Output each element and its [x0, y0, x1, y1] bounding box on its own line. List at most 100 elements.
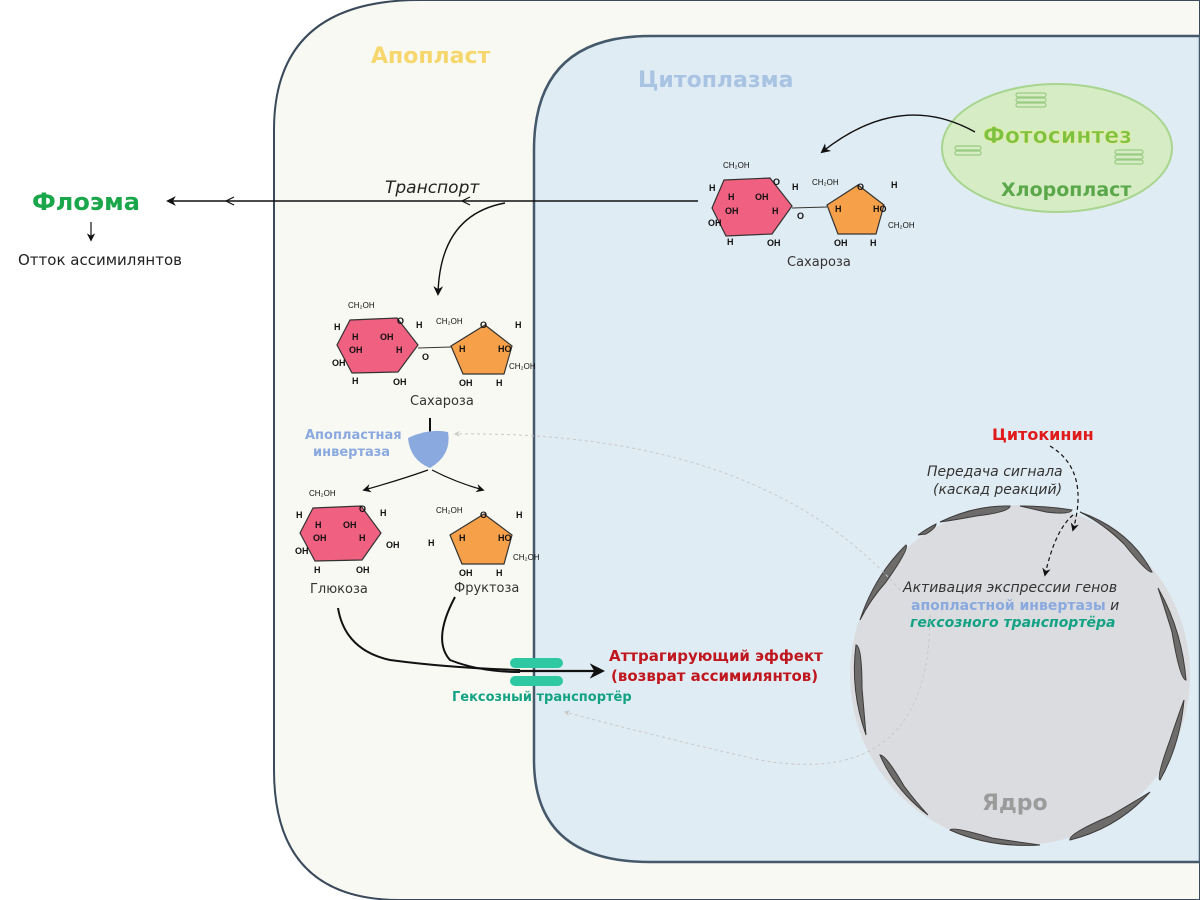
chem-label: OH	[767, 238, 781, 248]
chem-label: H	[352, 332, 359, 342]
outflow-label: Отток ассимилянтов	[18, 251, 182, 269]
chem-label: H	[709, 183, 716, 193]
chem-label: O	[480, 510, 487, 520]
chem-label: CH₂OH	[436, 506, 463, 515]
chem-label: H	[396, 345, 403, 355]
chem-label: HO	[498, 344, 512, 354]
chem-label: H	[296, 510, 303, 520]
chem-label: OH	[356, 565, 370, 575]
chem-label: OH	[459, 378, 473, 388]
branch-arrow	[433, 202, 506, 296]
chem-label: OH	[459, 568, 473, 578]
chem-label: H	[428, 538, 435, 548]
activation-line2: апопластной инвертазы и	[911, 598, 1119, 614]
glucose-label: Глюкоза	[310, 582, 368, 597]
chem-label: CH₂OH	[812, 178, 839, 187]
transport-mid-arrowhead-1	[460, 196, 471, 206]
chem-label: H	[728, 192, 735, 202]
chem-label: OH	[332, 358, 346, 368]
signal-transmission-line1: Передача сигнала	[927, 464, 1063, 480]
chem-label: O	[797, 211, 804, 221]
chem-label: H	[359, 533, 366, 543]
chem-label: H	[496, 568, 503, 578]
nucleus-label: Ядро	[982, 791, 1048, 816]
hexose-transporter-label: Гексозный транспортёр	[452, 690, 632, 705]
chem-label: H	[891, 180, 898, 190]
nucleus: Ядро	[850, 505, 1190, 846]
chem-label: O	[359, 504, 366, 514]
hexose-transporter	[510, 658, 563, 686]
sucrose-molecule-apoplast: CH₂OH O H H OH OH OH H H H OH O CH₂OH O …	[332, 301, 536, 409]
chem-label: H	[459, 533, 466, 543]
fructose-flow-arrow	[441, 596, 521, 673]
feedback-arrow-transporter	[563, 614, 931, 765]
chem-label: CH₂OH	[513, 553, 540, 562]
cytokinin-label: Цитокинин	[992, 425, 1094, 444]
chem-label: H	[380, 508, 387, 518]
chem-label: H	[314, 565, 321, 575]
chem-label: HO	[873, 204, 887, 214]
chem-label: CH₂OH	[723, 161, 750, 170]
chem-label: H	[315, 520, 322, 530]
invertase-to-glucose-arrow	[362, 469, 429, 493]
activation-and: и	[1106, 598, 1120, 614]
chem-label: CH₂OH	[309, 489, 336, 498]
transport-label: Транспорт	[385, 178, 480, 198]
chem-label: O	[422, 352, 429, 362]
glucose-molecule: CH₂OH O H H OH OH OH H H OH H OH Глюкоза	[295, 489, 400, 597]
chem-label: OH	[708, 218, 722, 228]
chem-label: OH	[834, 238, 848, 248]
chem-label: OH	[313, 533, 327, 543]
chloroplast: Фотосинтез Хлоропласт	[941, 83, 1173, 213]
nuclear-envelope	[853, 505, 1187, 846]
chem-label: OH	[380, 332, 394, 342]
sucrose-apoplast-label: Сахароза	[410, 394, 474, 409]
chem-label: CH₂OH	[436, 317, 463, 326]
chem-label: H	[772, 206, 779, 216]
chem-label: OH	[755, 192, 769, 202]
invertase-label-line1: Апопластная	[305, 428, 402, 443]
chem-label: OH	[343, 520, 357, 530]
chem-label: CH₂OH	[348, 301, 375, 310]
activation-line3: гексозного транспортёра	[910, 615, 1115, 631]
chem-label: H	[792, 182, 799, 192]
cytoplasm-title: Цитоплазма	[638, 68, 793, 93]
phloem-label: Флоэма	[32, 188, 140, 216]
fructose-label: Фруктоза	[454, 581, 519, 596]
chem-label: OH	[349, 345, 363, 355]
apoplast-invertase-enzyme	[408, 430, 449, 468]
invertase-to-fructose-arrow	[431, 469, 485, 493]
activation-line1: Активация экспрессии генов	[902, 580, 1117, 596]
photosynthesis-arrow	[820, 114, 976, 154]
chem-label: O	[397, 316, 404, 326]
chem-label: HO	[498, 533, 512, 543]
signal-arrow-1	[1049, 445, 1079, 532]
attracting-effect-line1: Аттрагирующий эффект	[609, 647, 823, 665]
invertase-label-line2: инвертаза	[313, 445, 390, 460]
thylakoid-stack	[954, 92, 1144, 165]
sucrose-cytoplasm-label: Сахароза	[787, 255, 851, 270]
chem-label: H	[727, 237, 734, 247]
chem-label: H	[870, 238, 877, 248]
chem-label: H	[352, 376, 359, 386]
photosynthesis-label: Фотосинтез	[983, 124, 1132, 149]
fructose-molecule: CH₂OH O H H H HO OH H CH₂OH Фруктоза	[428, 506, 540, 596]
chem-label: O	[773, 177, 780, 187]
chem-label: H	[835, 204, 842, 214]
apoplast-title: Апопласт	[371, 44, 491, 69]
signal-transmission-line2: (каскад реакций)	[933, 482, 1062, 498]
signal-arrow-2	[1042, 514, 1074, 577]
chem-label: H	[459, 344, 466, 354]
transport-mid-arrowhead-2	[224, 196, 235, 206]
chem-label: H	[416, 320, 423, 330]
chem-label: H	[334, 322, 341, 332]
chem-label: H	[516, 510, 523, 520]
chem-label: OH	[295, 546, 309, 556]
sucrose-molecule-cytoplasm: CH₂OH O H H OH OH OH H H H OH O CH₂OH O …	[708, 161, 915, 270]
chem-label: H	[515, 320, 522, 330]
activation-invertase-term: апопластной инвертазы	[911, 598, 1106, 614]
chem-label: OH	[386, 540, 400, 550]
chem-label: H	[496, 378, 503, 388]
chem-label: OH	[725, 206, 739, 216]
